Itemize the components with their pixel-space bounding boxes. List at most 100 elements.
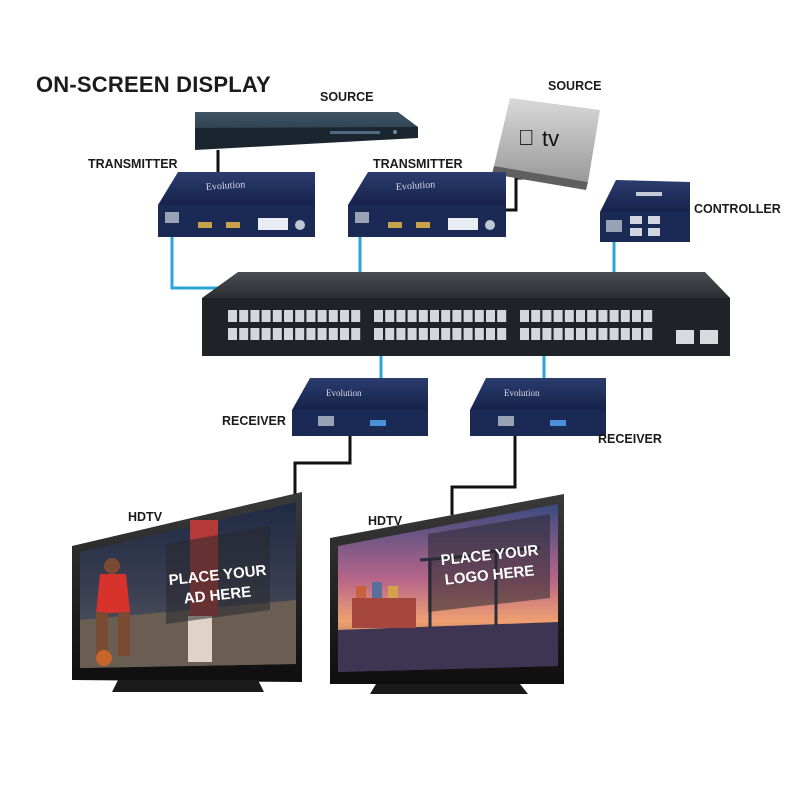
label-controller: CONTROLLER (694, 202, 781, 216)
apple-tv-device:  tv (492, 98, 600, 190)
switch-port (632, 328, 641, 340)
switch-port (520, 310, 529, 322)
switch-port (598, 310, 608, 322)
switch-port (261, 310, 271, 322)
switch-port (340, 328, 349, 340)
switch-port (520, 328, 529, 340)
switch-port (474, 328, 484, 340)
switch-port (306, 310, 316, 322)
network-cable-transmitter-left (170, 235, 232, 290)
switch-port (250, 310, 260, 322)
switch-port (272, 328, 282, 340)
transmitter-right-device: Evolution (348, 172, 506, 237)
page-title: ON-SCREEN DISPLAY (36, 72, 271, 97)
switch-port (486, 328, 495, 340)
switch-port (452, 310, 462, 322)
hdmi-cable-receiver-right (450, 430, 517, 515)
switch-port (576, 328, 585, 340)
switch-port (306, 328, 316, 340)
switch-port (328, 328, 338, 340)
source-player-device (195, 112, 418, 150)
switch-port (284, 328, 293, 340)
switch-port (576, 310, 585, 322)
switch-port (239, 328, 249, 340)
switch-port (295, 310, 305, 322)
svg-text:Evolution: Evolution (205, 179, 245, 193)
switch-port (385, 310, 395, 322)
switch-port (463, 310, 473, 322)
network-switch (202, 272, 730, 356)
hdtv-left-display: PLACE YOUR AD HERE (72, 492, 302, 692)
left-screen-message-line2: AD HERE (183, 584, 252, 608)
switch-port (407, 328, 417, 340)
switch-port (351, 328, 361, 340)
label-source-right: SOURCE (548, 79, 602, 93)
switch-port-grid (228, 310, 653, 340)
switch-port (486, 310, 495, 322)
switch-port (564, 310, 574, 322)
switch-port (497, 328, 507, 340)
switch-port (396, 310, 406, 322)
label-transmitter-left: TRANSMITTER (88, 157, 178, 171)
hdtv-right-display: PLACE YOUR LOGO HERE (330, 494, 564, 694)
apple-logo-icon:  (518, 125, 535, 150)
switch-port (643, 310, 653, 322)
switch-port (643, 328, 653, 340)
receiver-left-device: Evolution (292, 378, 428, 436)
switch-port (609, 310, 619, 322)
switch-port (396, 328, 406, 340)
label-transmitter-right: TRANSMITTER (373, 157, 463, 171)
label-hdtv-left: HDTV (128, 510, 163, 524)
switch-port (430, 310, 439, 322)
switch-port (430, 328, 439, 340)
switch-port (609, 328, 619, 340)
switch-port (284, 310, 293, 322)
switch-port (272, 310, 282, 322)
switch-port (531, 328, 541, 340)
receiver-right-device: Evolution (470, 378, 606, 436)
switch-port (553, 328, 563, 340)
switch-port (620, 310, 630, 322)
switch-port (295, 328, 305, 340)
switch-port (239, 310, 249, 322)
switch-port (553, 310, 563, 322)
switch-port (564, 328, 574, 340)
switch-port (418, 328, 428, 340)
switch-port (474, 310, 484, 322)
switch-port (497, 310, 507, 322)
switch-port (542, 328, 552, 340)
transmitter-left-device: Evolution (158, 172, 315, 237)
hdmi-cable-receiver-left (293, 430, 352, 498)
switch-port (340, 310, 349, 322)
svg-text:Evolution: Evolution (395, 179, 435, 193)
switch-port (620, 328, 630, 340)
basketball-player-graphic (96, 558, 130, 666)
switch-port (598, 328, 608, 340)
switch-port (261, 328, 271, 340)
label-receiver-left: RECEIVER (222, 414, 286, 428)
switch-port (374, 310, 383, 322)
svg-text:Evolution: Evolution (504, 388, 540, 398)
switch-port (418, 310, 428, 322)
switch-port (317, 310, 327, 322)
svg-text:Evolution: Evolution (326, 388, 362, 398)
switch-port (587, 310, 597, 322)
switch-port (228, 328, 237, 340)
switch-port (328, 310, 338, 322)
switch-port (463, 328, 473, 340)
switch-port (441, 328, 451, 340)
label-source-left: SOURCE (320, 90, 374, 104)
controller-device (600, 180, 690, 242)
switch-port (351, 310, 361, 322)
switch-port (374, 328, 383, 340)
apple-tv-text: tv (542, 126, 559, 151)
switch-port (452, 328, 462, 340)
switch-port (250, 328, 260, 340)
switch-port (228, 310, 237, 322)
label-hdtv-right: HDTV (368, 514, 403, 528)
label-receiver-right: RECEIVER (598, 432, 662, 446)
switch-port (407, 310, 417, 322)
switch-port (385, 328, 395, 340)
switch-port (317, 328, 327, 340)
